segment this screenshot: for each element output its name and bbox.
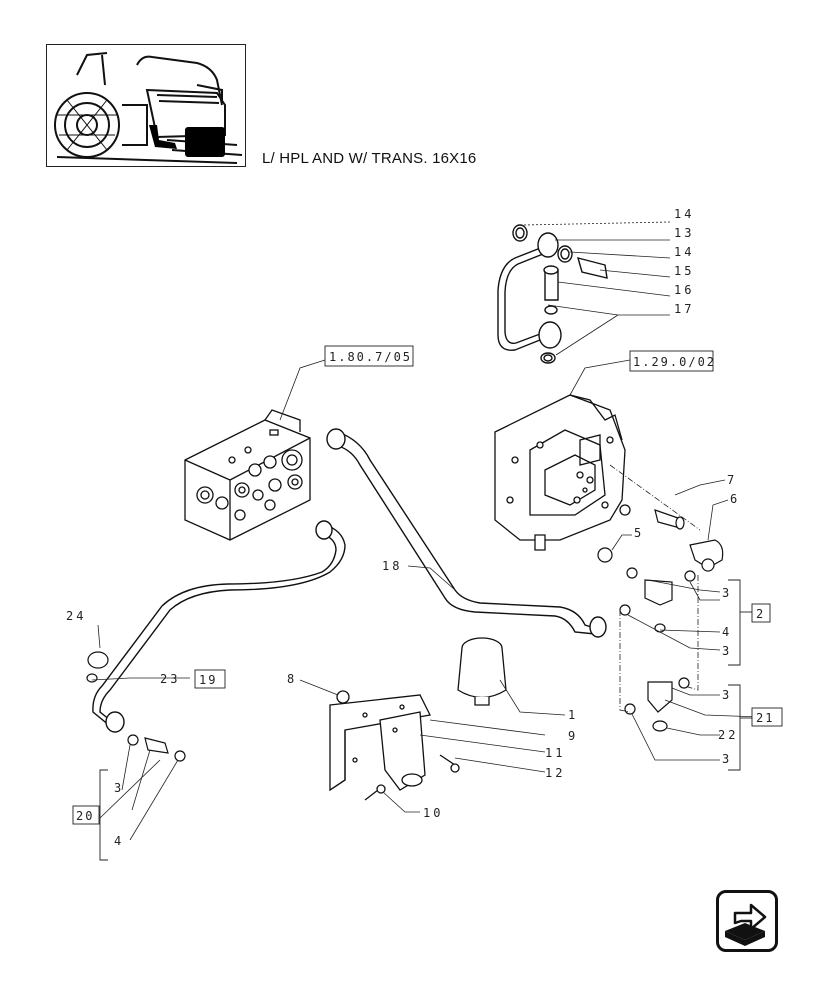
control-valve-block — [184, 409, 311, 541]
callout-24: 24 — [66, 609, 86, 623]
pipe-19 — [92, 520, 346, 733]
callout-11: 11 — [545, 746, 565, 760]
callout-22: 22 — [718, 728, 738, 742]
callout-3: 3 — [722, 586, 732, 600]
tractor-thumbnail-icon — [54, 52, 243, 164]
callout-8: 8 — [287, 672, 297, 686]
callout-13: 13 — [674, 226, 694, 240]
callout-15: 15 — [674, 264, 694, 278]
next-page-button[interactable] — [716, 890, 778, 952]
callout-4: 4 — [114, 834, 124, 848]
callout-7: 7 — [727, 473, 737, 487]
right-fittings — [597, 509, 724, 732]
ref-1-80-7-05: 1.80.7/05 — [329, 350, 412, 364]
ref-21: 21 — [756, 711, 774, 725]
ref-1-29-0-02: 1.29.0/02 — [633, 355, 716, 369]
transmission-housing — [494, 394, 631, 551]
callout-6: 6 — [730, 492, 740, 506]
callout-10: 10 — [423, 806, 443, 820]
pipe-18 — [326, 428, 607, 638]
next-page-arrow-icon — [725, 903, 767, 946]
callout-9: 9 — [568, 729, 578, 743]
callout-1: 1 — [568, 708, 578, 722]
callout-14: 14 — [674, 207, 694, 221]
callout-5: 5 — [634, 526, 644, 540]
ref-2: 2 — [756, 607, 765, 621]
callout-numbers: 14 13 14 15 16 17 7 6 5 3 4 3 3 22 3 18 … — [66, 207, 740, 848]
callout-14: 14 — [674, 245, 694, 259]
callout-17: 17 — [674, 302, 694, 316]
mounting-bracket — [329, 690, 460, 801]
ref-20: 20 — [76, 809, 94, 823]
callout-3: 3 — [114, 781, 124, 795]
upper-pipe-assembly — [497, 224, 608, 364]
flow-lines — [609, 464, 701, 713]
callout-12: 12 — [545, 766, 565, 780]
callout-16: 16 — [674, 283, 694, 297]
ref-19: 19 — [199, 673, 217, 687]
page-title: L/ HPL AND W/ TRANS. 16X16 — [262, 150, 477, 167]
callout-3: 3 — [722, 688, 732, 702]
accumulator-1 — [457, 637, 507, 706]
callout-3: 3 — [722, 752, 732, 766]
tractor-thumbnail — [46, 44, 246, 167]
group-brackets — [95, 579, 752, 861]
leader-lines — [91, 221, 761, 841]
callout-3: 3 — [722, 644, 732, 658]
callout-18: 18 — [382, 559, 402, 573]
lower-left-fittings — [86, 651, 186, 762]
callout-23: 23 — [160, 672, 180, 686]
reference-boxes — [72, 345, 783, 825]
callout-4: 4 — [722, 625, 732, 639]
